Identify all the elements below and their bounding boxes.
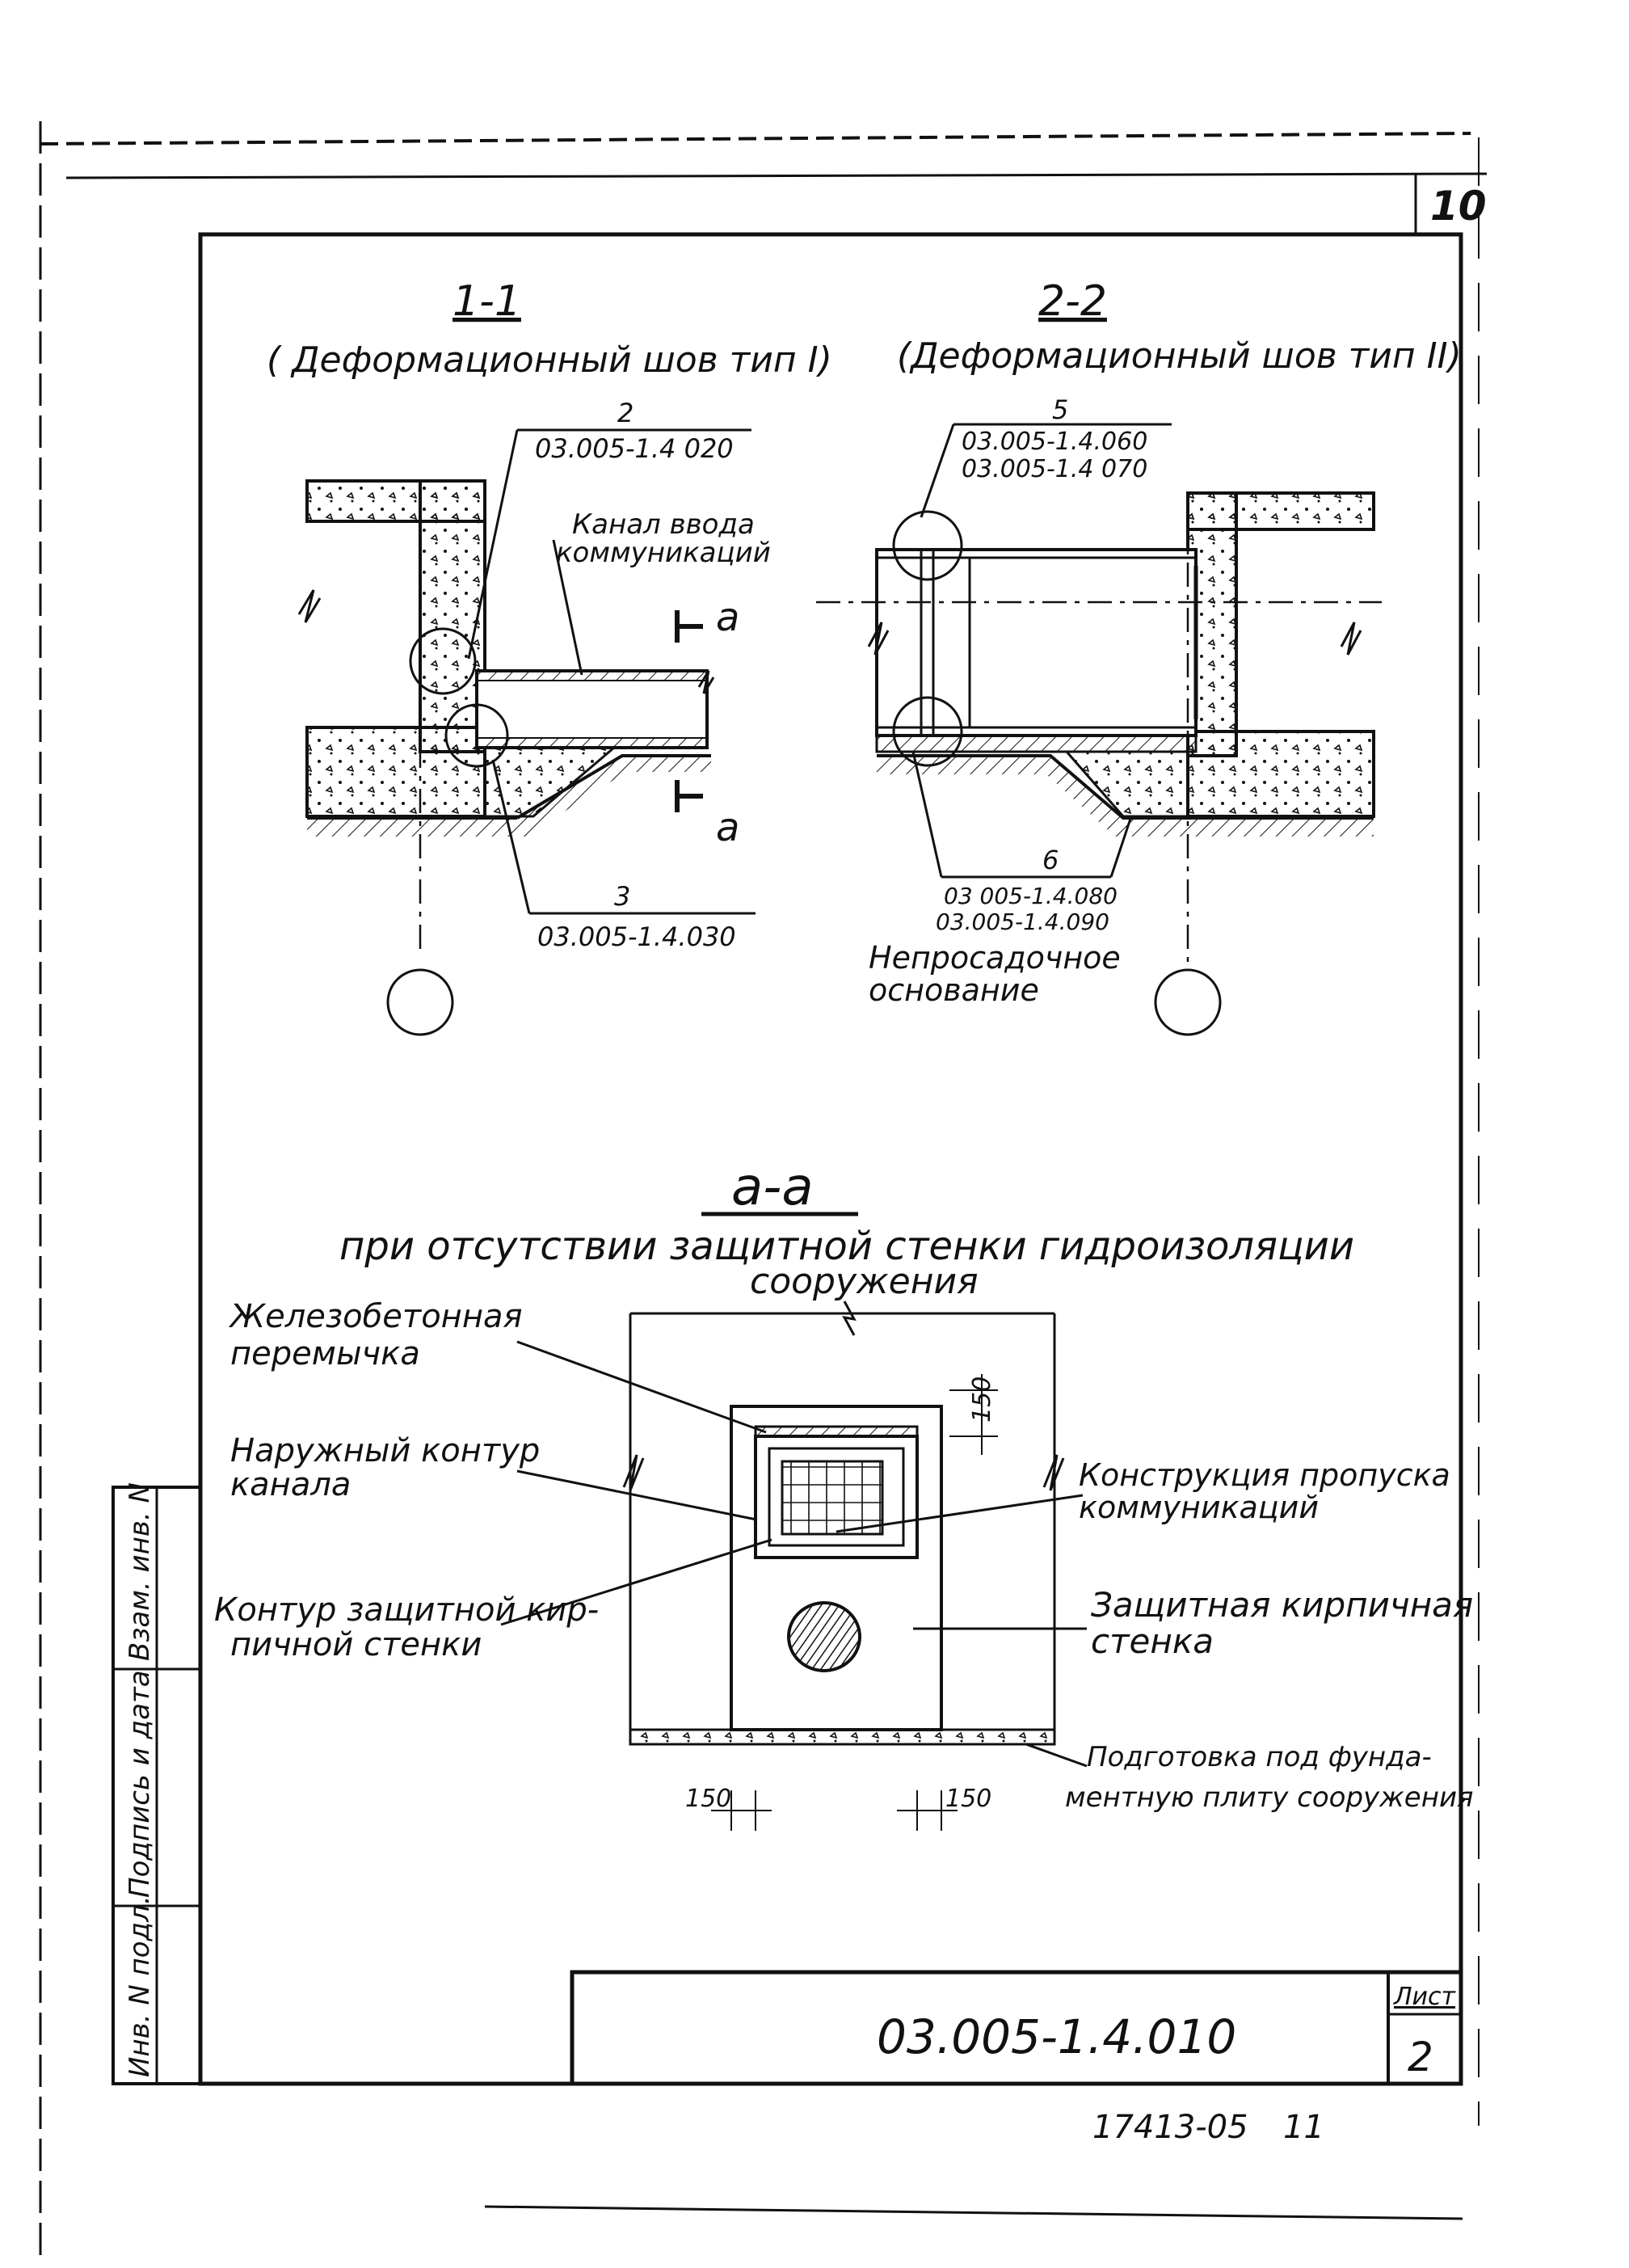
- section-1-ref-top-code: 03.005-1.4 020: [535, 433, 734, 464]
- archive-number: 17413-05: [1092, 2109, 1248, 2146]
- side-stamp: [112, 1486, 202, 2085]
- label-prep-2: ментную плиту сооружения: [1065, 1781, 1474, 1814]
- brick-wall-contour: [730, 1405, 943, 1731]
- section-2-subtitle: (Деформационный шов тип II): [897, 335, 1462, 377]
- section-1-channel: [475, 669, 709, 749]
- section-aa-subtitle-2: сооружения: [750, 1261, 979, 1302]
- section-2-ref-bottom-num: 6: [1042, 845, 1059, 875]
- section-1-channel-label-2: коммуникаций: [556, 537, 771, 569]
- section-aa-title: а-а: [731, 1157, 814, 1217]
- section-1-title: 1-1: [452, 277, 521, 326]
- label-wall-2: стенка: [1091, 1621, 1214, 1661]
- replaced-inv-label: Взам. инв. N: [124, 1482, 156, 1661]
- page-number: 10: [1430, 183, 1487, 230]
- section-2-ref-bottom-code-1: 03 005-1.4.080: [944, 883, 1118, 909]
- section-2-axis-bubble: [1154, 968, 1222, 1036]
- utility-passage-grid: [781, 1460, 884, 1536]
- drawing-code: 03.005-1.4.010: [877, 2009, 1236, 2064]
- section-1-ref-bottom-num: 3: [614, 881, 630, 912]
- section-1-ref-top-num: 2: [617, 398, 634, 428]
- channel-outer-contour: [754, 1435, 919, 1559]
- section-2-drawing: [816, 491, 1382, 1036]
- label-lintel-2: перемычка: [230, 1335, 420, 1372]
- list-label: Лист: [1393, 1983, 1457, 2011]
- section-2-ref-top-code-2: 03.005-1.4 070: [962, 455, 1147, 483]
- title-block: [570, 1970, 1463, 2086]
- section-1-axis-bubble: [386, 968, 454, 1036]
- section-1-channel-label-1: Канал ввода: [572, 508, 755, 541]
- section-2-ref-bottom-code-2: 03.005-1.4.090: [936, 908, 1109, 935]
- inv-no-label: Инв. N подл.: [124, 1895, 156, 2077]
- dim-left: 150: [685, 1785, 731, 1813]
- label-passage-1: Конструкция пропуска: [1079, 1457, 1450, 1493]
- list-number: 2: [1408, 2034, 1433, 2080]
- label-passage-2: коммуникаций: [1079, 1490, 1319, 1525]
- section-2-title: 2-2: [1038, 277, 1107, 326]
- section-1-cut-mark-top: а: [716, 595, 739, 640]
- label-prep-1: Подготовка под фунда-: [1087, 1741, 1432, 1773]
- pipe-opening: [787, 1601, 861, 1672]
- section-aa-drawing: [500, 1301, 1088, 1831]
- section-2-ref-top-num: 5: [1052, 394, 1068, 425]
- label-wall-1: Защитная кирпичная: [1091, 1585, 1473, 1625]
- label-contour-1: Контур защитной кир-: [214, 1591, 599, 1629]
- dim-top: 150: [968, 1376, 996, 1423]
- section-2-base-label-2: основание: [869, 972, 1039, 1008]
- section-aa-subtitle-1: при отсутствии защитной стенки гидроизол…: [339, 1224, 1354, 1269]
- section-1-drawing: [297, 479, 715, 1036]
- label-lintel-1: Железобетонная: [228, 1298, 523, 1335]
- signature-date-label: Подпись и дата: [124, 1670, 156, 1898]
- label-contour-2: пичной стенки: [230, 1626, 482, 1663]
- section-1-subtitle: ( Деформационный шов тип I): [267, 339, 832, 381]
- section-1-cut-mark-bottom: а: [716, 805, 739, 850]
- label-outer-1: Наружный контур: [230, 1432, 540, 1469]
- dim-right: 150: [945, 1785, 991, 1813]
- section-2-base-label-1: Непросадочное: [869, 940, 1121, 976]
- archive-suffix: 11: [1283, 2109, 1324, 2146]
- foundation-preparation: [629, 1728, 1056, 1746]
- section-2-ref-top-code-1: 03.005-1.4.060: [962, 428, 1147, 456]
- bottom-trim-line: [484, 2205, 1463, 2220]
- label-outer-2: канала: [230, 1466, 351, 1503]
- section-1-ref-bottom-code: 03.005-1.4.030: [537, 921, 736, 952]
